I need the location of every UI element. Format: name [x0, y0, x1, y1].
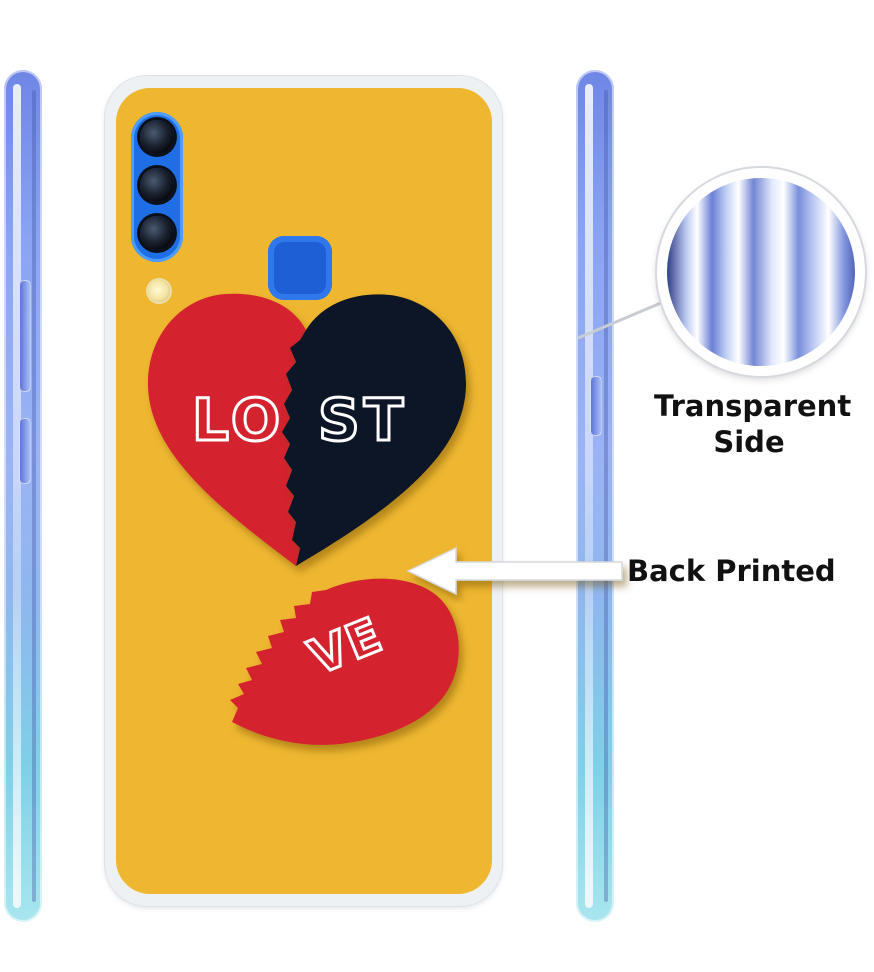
camera-lens-icon	[140, 120, 174, 154]
flash-icon	[148, 280, 170, 302]
heart-broken-piece	[230, 578, 459, 745]
left-side-button-lower	[19, 418, 31, 484]
heart-right-half	[282, 294, 466, 566]
left-side-view	[4, 70, 42, 922]
lo-letters: LO	[192, 386, 284, 454]
st-letters: ST	[318, 386, 407, 454]
transparent-side-zoom	[657, 168, 865, 376]
heart-left-half	[147, 293, 306, 566]
transparent-side-line1: Transparent	[654, 389, 852, 423]
right-side-view	[576, 70, 614, 922]
back-printed-label: Back Printed	[627, 554, 836, 588]
transparent-side-label: Transparent Side	[654, 388, 852, 460]
camera-lens-icon	[140, 168, 174, 202]
right-side-button	[590, 376, 602, 436]
fingerprint-sensor-icon	[268, 236, 332, 300]
camera-lens-icon	[140, 216, 174, 250]
left-side-button	[19, 280, 31, 392]
arrow-left-icon	[406, 546, 623, 596]
zoom-leader-line	[577, 298, 669, 340]
transparent-side-line2: Side	[713, 425, 785, 459]
